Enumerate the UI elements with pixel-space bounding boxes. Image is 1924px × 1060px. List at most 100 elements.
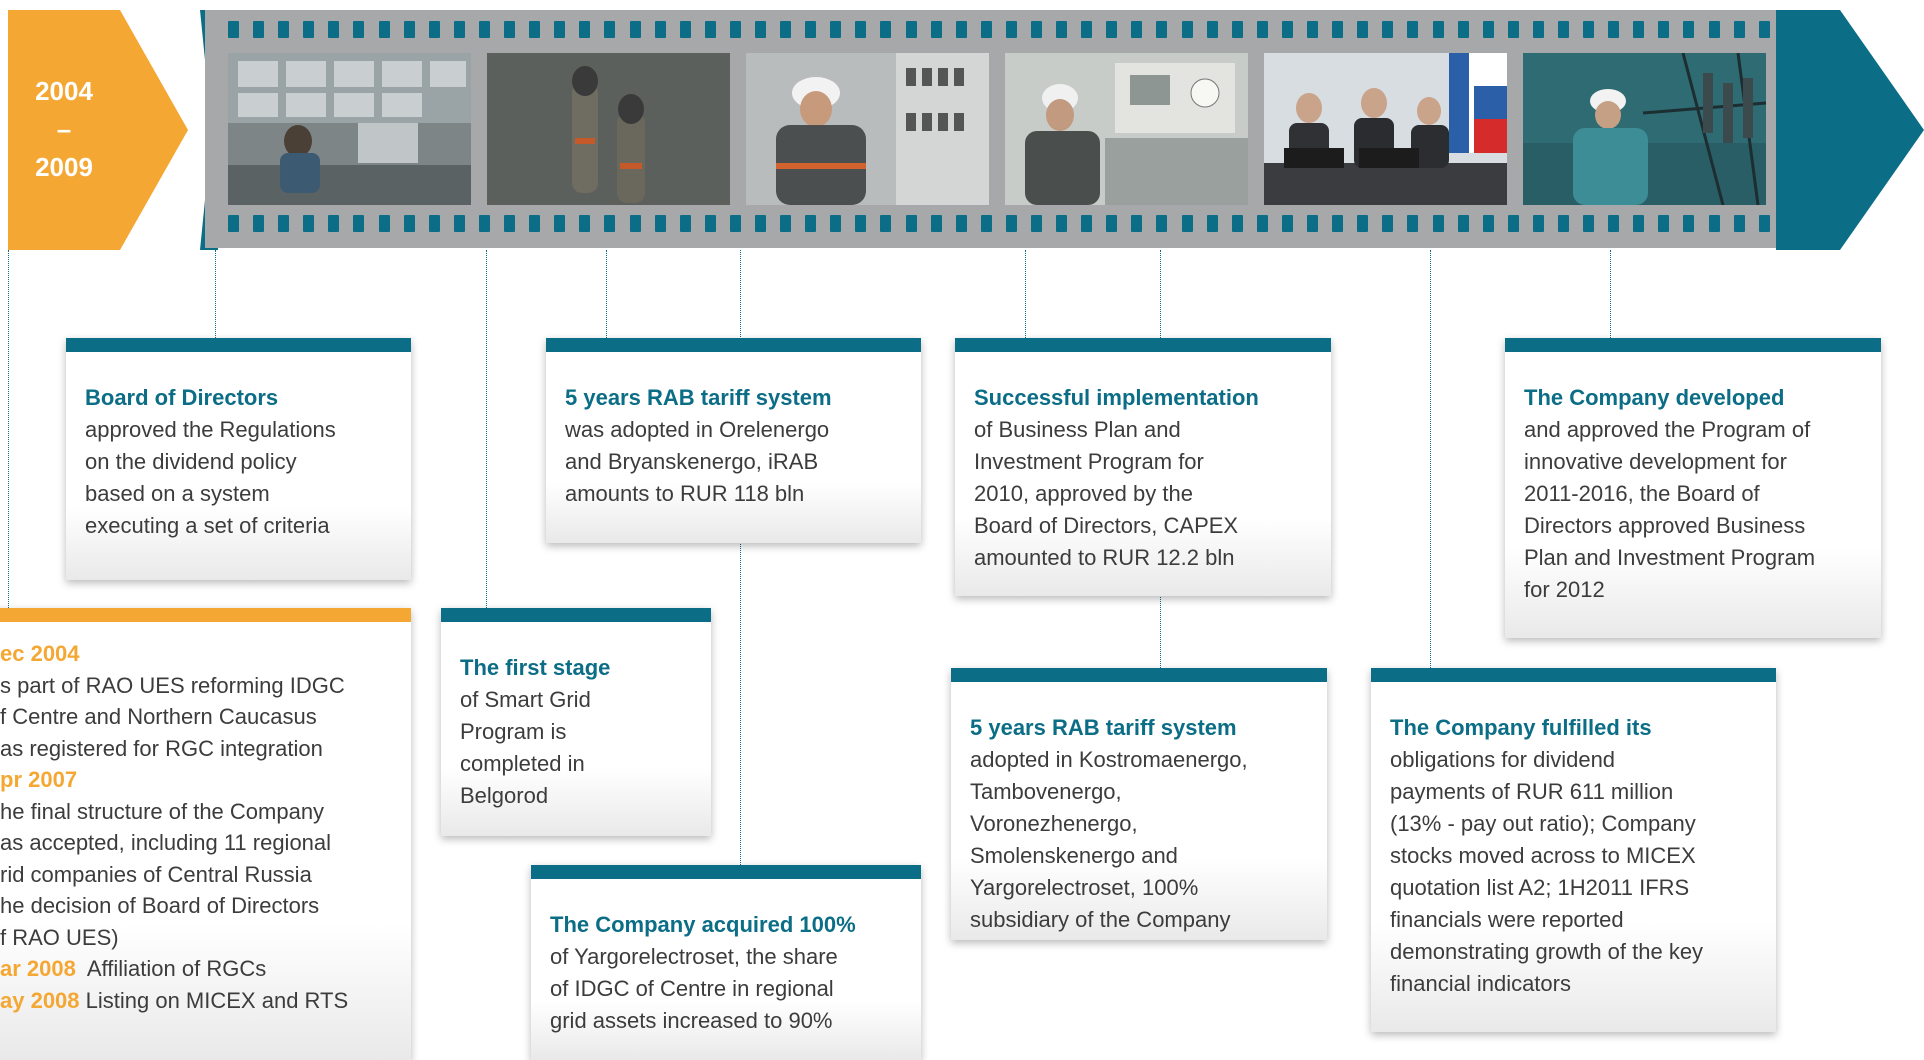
film-perforation <box>1357 215 1369 232</box>
event-card-history: ec 2004 s part of RAO UES reforming IDGC… <box>0 608 411 1060</box>
film-perforation <box>453 21 465 38</box>
film-perforation <box>278 215 290 232</box>
film-perforation <box>478 215 490 232</box>
film-perforation <box>1532 215 1544 232</box>
year-start: 2004 <box>35 76 93 106</box>
event-text-line: Directors approved Business <box>1524 513 1806 538</box>
card-header-bar <box>66 338 411 352</box>
film-perforation <box>1231 21 1243 38</box>
film-perforation <box>830 215 842 232</box>
event-text-line: quotation list A2; 1H2011 IFRS <box>1390 875 1690 900</box>
history-text-line: he final structure of the Company <box>0 798 325 824</box>
film-perforation <box>1457 215 1469 232</box>
film-perforation <box>228 215 239 232</box>
event-text-line: of IDGC of Centre in regional <box>550 976 834 1001</box>
film-perforation <box>604 21 616 38</box>
film-perforation <box>278 21 290 38</box>
event-card-smart-grid: The first stage of Smart Grid Program is… <box>441 608 711 836</box>
film-perforation <box>1206 215 1218 232</box>
year-arrow: 2004 – 2009 <box>0 10 188 250</box>
photo-board-meeting <box>1264 53 1507 205</box>
event-card-dividends: The Company fulfilled its obligations fo… <box>1371 668 1776 1032</box>
film-perforation <box>1005 215 1017 232</box>
film-perforation <box>529 215 541 232</box>
film-perforation <box>1005 21 1017 38</box>
event-text-line: Yargorelectroset, 100% <box>970 875 1199 900</box>
event-card-rab-orel: 5 years RAB tariff system was adopted in… <box>546 338 921 543</box>
event-heading: Board of Directors <box>85 385 279 410</box>
film-perforation <box>1432 215 1444 232</box>
film-perforation <box>554 215 566 232</box>
film-perforation <box>1532 21 1544 38</box>
event-card-business-plan: Successful implementation of Business Pl… <box>955 338 1331 596</box>
event-text-line: based on a system <box>85 481 270 506</box>
film-perforation <box>805 215 817 232</box>
film-perforation <box>780 21 792 38</box>
film-perforation <box>1081 215 1093 232</box>
card-header-bar <box>1505 338 1881 352</box>
film-perforation <box>1156 21 1168 38</box>
film-perforation <box>1557 215 1569 232</box>
film-perforation <box>1758 215 1770 232</box>
event-heading: The first stage <box>460 655 611 680</box>
card-header-bar <box>441 608 711 622</box>
film-perforation <box>855 21 867 38</box>
year-dash: – <box>56 114 72 144</box>
film-perforation <box>1307 215 1319 232</box>
film-perforation <box>754 215 766 232</box>
film-perforation <box>1658 215 1670 232</box>
event-card-dividend-policy: Board of Directors approved the Regulati… <box>66 338 411 580</box>
film-perforation <box>1733 215 1745 232</box>
film-perforation <box>303 21 315 38</box>
history-text-line: as registered for RGC integration <box>0 735 323 761</box>
event-text-line: Investment Program for <box>974 449 1204 474</box>
film-perforation <box>1256 21 1268 38</box>
film-perforation <box>1081 21 1093 38</box>
film-perforation <box>403 215 415 232</box>
film-perforation <box>1683 21 1695 38</box>
event-text-line: (13% - pay out ratio); Company <box>1390 811 1696 836</box>
event-card-innovation: The Company developed and approved the P… <box>1505 338 1881 638</box>
event-text-line: for 2012 <box>1524 577 1605 602</box>
event-text-line: executing a set of criteria <box>85 513 330 538</box>
event-heading: 5 years RAB tariff system <box>565 385 832 410</box>
film-perforation <box>1758 21 1770 38</box>
photo-electrical-panel <box>746 53 989 205</box>
photo-control-desk <box>1005 53 1248 205</box>
history-text-line: f RAO UES) <box>0 924 119 950</box>
event-text-line: and Bryanskenergo, iRAB <box>565 449 819 474</box>
history-text-line: Affiliation of RGCs <box>75 956 267 981</box>
film-perforation <box>880 21 892 38</box>
film-perforation <box>1708 21 1720 38</box>
film-perforation <box>955 21 967 38</box>
film-perforation <box>253 21 265 38</box>
film-perforation <box>1357 21 1369 38</box>
film-perforation <box>1031 21 1042 38</box>
film-perforation <box>1583 215 1595 232</box>
film-perforation <box>1056 215 1068 232</box>
film-perforation <box>378 215 390 232</box>
history-text-line: Listing on MICEX and RTS <box>79 987 349 1013</box>
film-perforation <box>629 215 641 232</box>
film-perforation <box>1457 21 1469 38</box>
event-text-line: grid assets increased to 90% <box>550 1008 833 1033</box>
event-text-line: subsidiary of the Company <box>970 907 1231 932</box>
event-text-line: of Yargorelectroset, the share <box>550 944 838 969</box>
film-perforation <box>1407 21 1419 38</box>
event-text-line: completed in <box>460 751 585 776</box>
film-perforation <box>1382 215 1394 232</box>
film-perforation <box>1106 215 1118 232</box>
connector-rab-orel <box>606 250 607 338</box>
connector-acquisition <box>740 250 741 865</box>
film-perforation <box>654 21 666 38</box>
event-text-line: Voronezhenergo, <box>970 811 1138 836</box>
event-text-line: stocks moved across to MICEX <box>1390 843 1696 868</box>
event-text-line: approved the Regulations <box>85 417 336 442</box>
event-text-line: Smolenskenergo and <box>970 843 1178 868</box>
film-perforation <box>1733 21 1745 38</box>
film-strip <box>218 10 1776 248</box>
connector-smart-grid <box>486 250 487 608</box>
film-perforation <box>629 21 641 38</box>
film-perforation <box>780 215 792 232</box>
film-perforation <box>955 215 967 232</box>
